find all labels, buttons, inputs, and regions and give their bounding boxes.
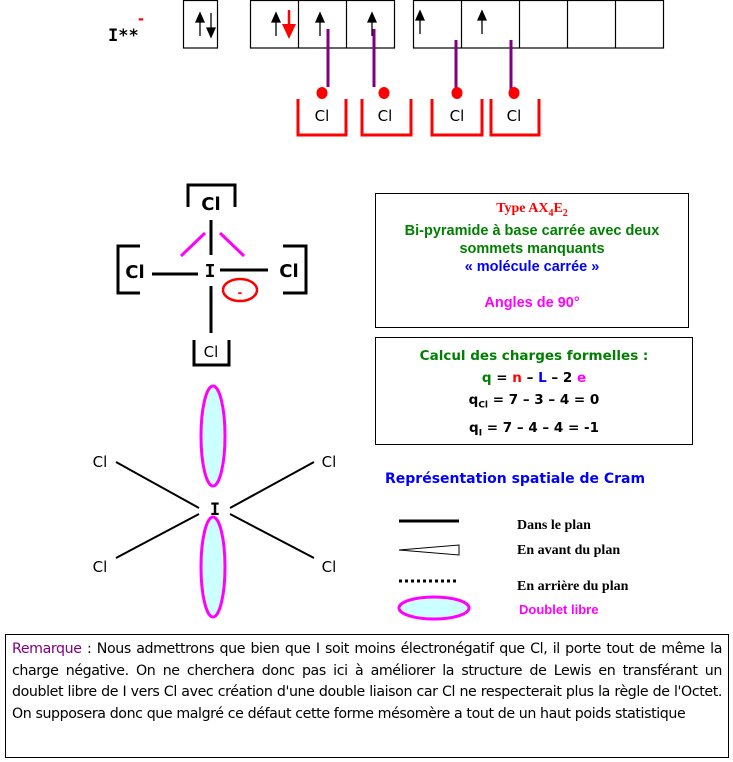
- bond-angles: Angles de 90°: [484, 294, 580, 311]
- charge-cl: qCl = 7 – 3 – 4 = 0: [468, 392, 600, 411]
- legend-title: Représentation spatiale de Cram: [385, 471, 645, 487]
- cl-right: Cl: [279, 261, 298, 282]
- vsepr-type: Type AX4E2: [496, 201, 568, 219]
- bond-lines: [326, 29, 513, 95]
- lone-pair-lobes: [199, 384, 227, 619]
- lone-pair-bars: [116, 183, 308, 367]
- charges-title: Calcul des charges formelles :: [419, 348, 649, 364]
- cl-label: Cl: [315, 107, 330, 125]
- formal-charges-box: Calcul des charges formelles : q = n – L…: [375, 337, 693, 445]
- formal-charge-formula: q = n – L – 2 e: [481, 370, 587, 386]
- lewis-structure: - Cl Cl I Cl Cl: [116, 183, 308, 367]
- orbital-5d: [412, 0, 665, 49]
- geometry-line1: Bi-pyramide à base carrée avec deux: [404, 222, 660, 239]
- shape-name: « molécule carrée »: [464, 258, 600, 275]
- formal-charge: -: [238, 284, 243, 300]
- chlorine-labels: Cl Cl Cl Cl: [315, 107, 522, 125]
- formal-charge-circle: [221, 277, 259, 303]
- cram-ligands: Cl Cl Cl Cl: [93, 453, 337, 576]
- added-electron-arrow: [282, 10, 296, 39]
- cram-cl: Cl: [93, 558, 108, 576]
- chlorine-brackets: [296, 99, 541, 137]
- legend-behind: En arrière du plan: [517, 579, 629, 594]
- cram-bonds: [115, 461, 315, 559]
- charge-i: qI = 7 – 4 – 4 = -1: [469, 419, 599, 439]
- wedge-front: [398, 544, 460, 556]
- iodine-center: I: [205, 261, 216, 282]
- remark-text: : Nous admettrons que bien que I soit mo…: [12, 641, 722, 722]
- remark-label: Remarque: [12, 641, 82, 657]
- legend-in-plane: Dans le plan: [517, 518, 591, 533]
- orbital-boxes: [182, 0, 665, 49]
- cram-cl: Cl: [322, 558, 337, 576]
- cl-bottom: Cl: [204, 343, 219, 361]
- cl-label: Cl: [450, 107, 465, 125]
- lone-pair-on-iodine: [179, 231, 246, 258]
- chlorine-electrons: [316, 87, 520, 99]
- cram-iodine: I: [210, 500, 220, 520]
- cl-top: Cl: [201, 194, 220, 215]
- bonds: [152, 220, 268, 333]
- orbital-5s: [182, 0, 219, 49]
- electron-config: I** -: [108, 0, 665, 137]
- cl-label: Cl: [507, 107, 522, 125]
- geometry-line2: sommets manquants: [459, 240, 605, 257]
- cram-cl: Cl: [322, 453, 337, 471]
- cram-structure: I Cl Cl Cl Cl: [93, 384, 337, 619]
- orbital-5p: [249, 0, 396, 49]
- cram-cl: Cl: [93, 453, 108, 471]
- charge-superscript: -: [138, 8, 144, 28]
- atom-label: I**: [108, 26, 139, 46]
- legend-front: En avant du plan: [517, 543, 620, 558]
- lewis-atoms: Cl Cl I Cl Cl: [125, 194, 298, 361]
- cl-label: Cl: [378, 107, 393, 125]
- cl-left: Cl: [125, 262, 144, 283]
- vsepr-box: Type AX4E2 Bi-pyramide à base carrée ave…: [375, 193, 689, 328]
- electron-arrows: [194, 9, 488, 39]
- remark-box: Remarque : Nous admettrons que bien que …: [5, 634, 729, 758]
- lone-pair-symbol: [397, 595, 471, 621]
- legend-lone-pair: Doublet libre: [519, 602, 598, 617]
- cram-legend: Représentation spatiale de Cram Dans le …: [385, 471, 645, 621]
